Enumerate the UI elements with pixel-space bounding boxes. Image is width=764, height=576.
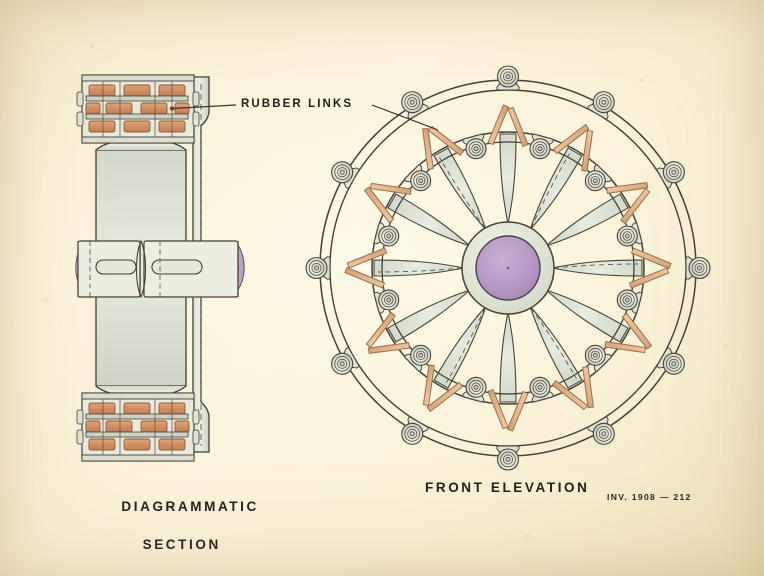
caption-line-1: DIAGRAMMATIC [121, 499, 259, 514]
rubber-pack-upper [76, 74, 200, 144]
front-elevation-drawing [305, 65, 711, 471]
leader-line-left [171, 104, 237, 110]
outer-boss [396, 416, 430, 449]
spoke [387, 289, 471, 343]
flange-edge-lines [77, 241, 239, 297]
spoke [433, 147, 487, 231]
outer-boss [656, 156, 689, 190]
outer-boss [305, 256, 331, 280]
inner-boss [373, 286, 402, 314]
rubber-link-pair [422, 364, 464, 413]
diagrammatic-section-drawing [75, 74, 245, 462]
rubber-link-group [344, 104, 672, 432]
diagrammatic-section-caption: DIAGRAMMATIC SECTION [96, 478, 256, 573]
inner-boss [614, 222, 643, 250]
rubber-row [85, 420, 190, 438]
spoke [433, 305, 487, 389]
spoke [545, 193, 629, 247]
inner-rim [371, 131, 645, 405]
outer-boss [496, 65, 520, 91]
rubber-link-pair [606, 182, 651, 225]
callout-leaders [171, 104, 439, 131]
rubber-link-pair [363, 182, 412, 224]
front-elevation-caption: FRONT ELEVATION [425, 480, 590, 495]
spoke [551, 259, 643, 277]
rubber-link-pair [604, 312, 653, 354]
rubber-link-pair [422, 125, 465, 170]
rubber-link-pair [487, 104, 529, 148]
rubber-links-label: RUBBER LINKS [241, 98, 354, 110]
rubber-link-pair [551, 366, 594, 411]
inventory-number: INV. 1908 — 212 [607, 492, 692, 502]
rubber-row [85, 84, 189, 102]
spoke [499, 311, 517, 403]
spoke-group [373, 133, 643, 403]
hub-flange-right [143, 240, 239, 298]
leader-line-right [371, 104, 439, 131]
spoke [373, 259, 465, 277]
inner-boss [526, 374, 554, 403]
outer-boss [327, 346, 360, 380]
inner-boss [614, 286, 643, 314]
rubber-pack-lower [76, 392, 200, 462]
inner-boss [462, 374, 490, 403]
spoke [499, 133, 517, 225]
outer-boss [396, 87, 430, 120]
outer-boss [327, 156, 360, 190]
hub-flange-left [77, 240, 141, 298]
outer-boss [586, 416, 620, 449]
rubber-link-pair [628, 247, 672, 289]
inner-boss [373, 222, 402, 250]
spoke [529, 305, 583, 389]
spoke [387, 193, 471, 247]
outer-boss [656, 346, 689, 380]
outer-boss [586, 87, 620, 120]
rubber-row [85, 402, 189, 420]
spoke [529, 147, 583, 231]
outer-boss [496, 445, 520, 471]
inner-boss [462, 133, 490, 162]
rubber-link-pair [365, 311, 410, 354]
rubber-link-pair [552, 123, 594, 172]
outer-boss [685, 256, 711, 280]
caption-line-2: SECTION [142, 537, 221, 552]
wheel-hub [461, 221, 555, 315]
spoke [545, 289, 629, 343]
rubber-link-pair [344, 247, 388, 289]
flange-split-line [135, 239, 147, 299]
rubber-link-pair [487, 388, 529, 432]
inner-boss [526, 133, 554, 162]
